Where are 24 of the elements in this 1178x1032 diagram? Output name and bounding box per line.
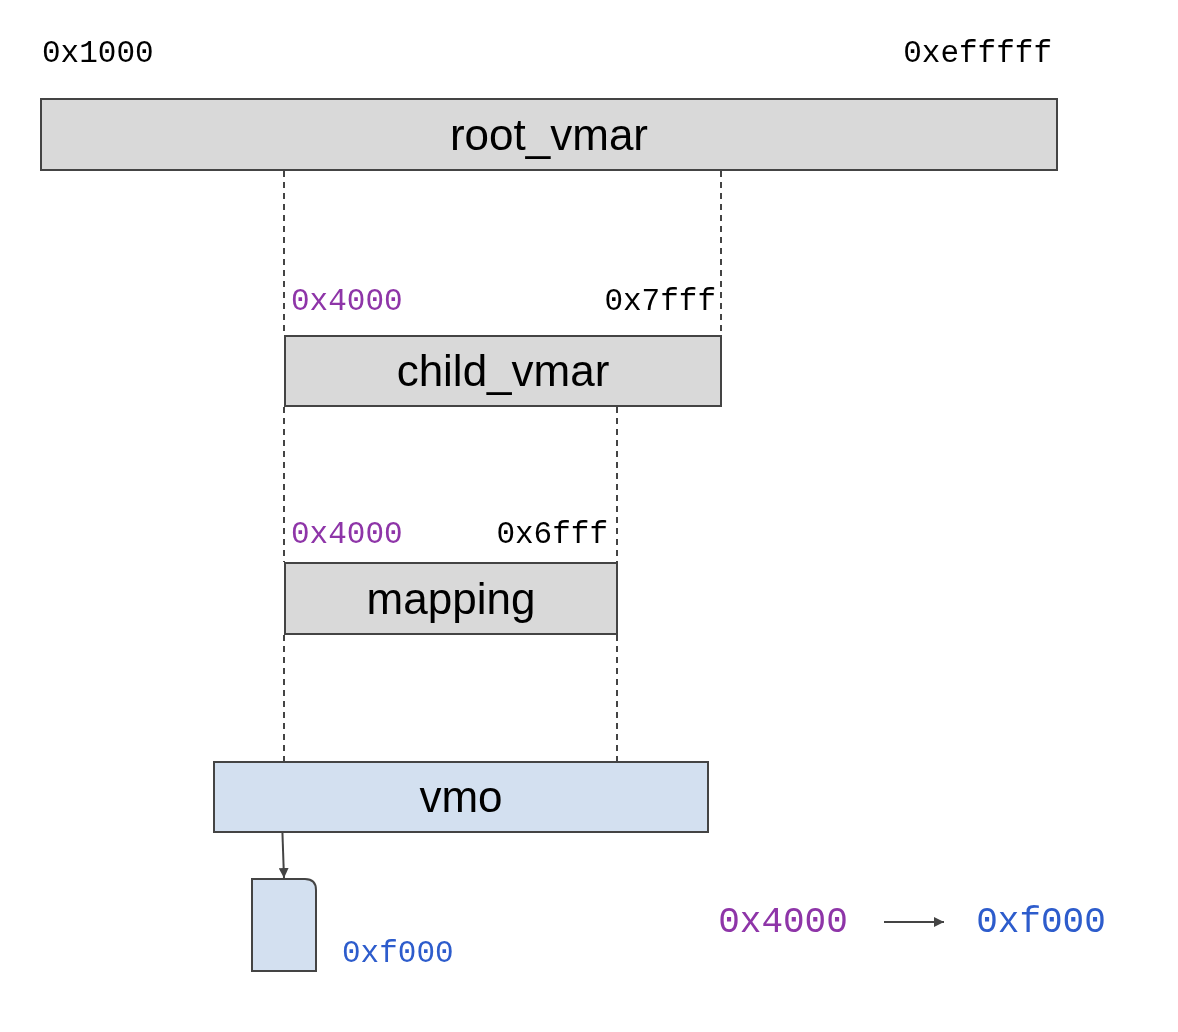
box-label: child_vmar xyxy=(396,346,610,396)
arrow xyxy=(883,917,945,927)
address-text: 0x4000 xyxy=(712,900,854,944)
projection-line xyxy=(616,634,618,762)
box-label: root_vmar xyxy=(449,109,649,160)
projection-line xyxy=(283,634,285,762)
address-label: 0x4000 xyxy=(291,519,403,550)
projection-line xyxy=(283,406,285,563)
vmar-box xyxy=(284,562,618,635)
address-text: 0xf000 xyxy=(970,900,1112,944)
vmo-box xyxy=(213,761,709,833)
arrow xyxy=(278,832,289,879)
address-label: 0x6fff xyxy=(496,519,608,550)
page-shape xyxy=(251,878,317,972)
vmar-box xyxy=(284,335,722,407)
address-label: 0x4000 xyxy=(291,286,403,317)
address-label: 0x7fff xyxy=(604,286,716,317)
box-label: vmo xyxy=(419,772,503,822)
address-label: 0xefffff xyxy=(903,38,1052,69)
vmar-box xyxy=(40,98,1058,171)
address-label: 0xf000 xyxy=(342,938,454,969)
box-label: mapping xyxy=(366,573,536,624)
projection-line xyxy=(616,406,618,563)
address-label: 0x1000 xyxy=(42,38,154,69)
